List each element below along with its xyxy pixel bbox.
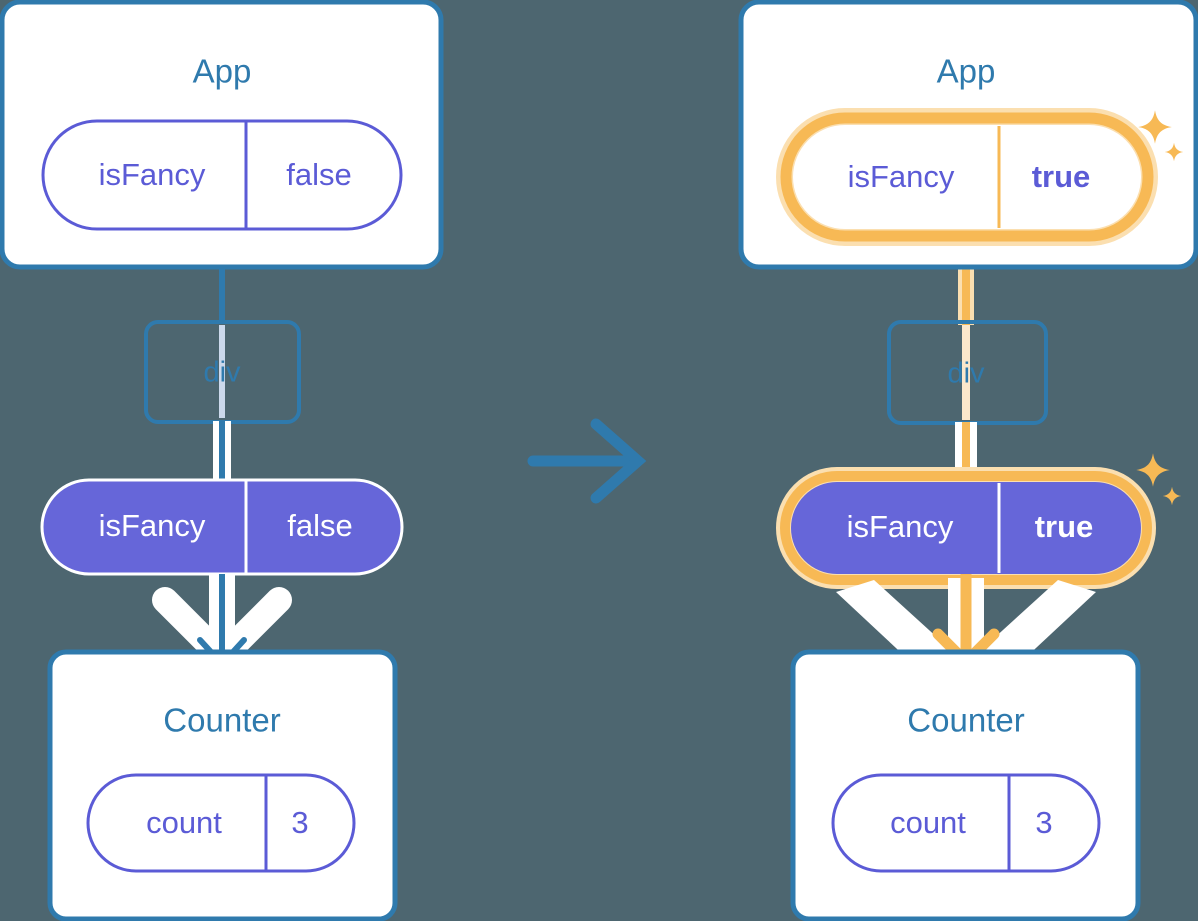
counter-box-title: Counter [907, 702, 1024, 739]
counter-state-pill: count 3 [86, 773, 356, 873]
prop-pill: isFancy false [40, 478, 404, 576]
counter-box-title: Counter [163, 702, 280, 739]
panel-before: App isFancy false div isFancy false [0, 0, 444, 921]
app-state-pill-key: isFancy [848, 159, 955, 194]
div-box-label: div [947, 358, 985, 390]
app-state-pill: isFancy false [41, 119, 403, 231]
counter-state-pill-body [831, 773, 1101, 873]
right-arrow-icon [527, 418, 647, 504]
app-state-pill-body [41, 119, 403, 231]
app-box-title: App [193, 53, 252, 90]
counter-state-pill-key: count [146, 805, 222, 840]
app-state-pill-highlight-ring [780, 112, 1154, 242]
counter-state-pill-value: 3 [291, 805, 308, 840]
div-box-label: div [203, 357, 241, 389]
app-state-pill-value: false [286, 157, 351, 192]
app-state-pill: isFancy true [793, 125, 1141, 229]
app-box-title: App [937, 53, 996, 90]
prop-pill-key: isFancy [99, 508, 206, 543]
panel-after: App isFancy true div is [738, 0, 1198, 921]
counter-state-pill-key: count [890, 805, 966, 840]
prop-pill-body [791, 482, 1141, 574]
app-state-pill-value: true [1032, 159, 1091, 194]
counter-state-pill-body [86, 773, 356, 873]
counter-state-pill-value: 3 [1035, 805, 1052, 840]
app-state-pill-body [793, 125, 1141, 229]
prop-pill: isFancy true [791, 482, 1141, 574]
prop-pill-key: isFancy [847, 509, 954, 544]
prop-pill-value: true [1035, 509, 1094, 544]
counter-state-pill: count 3 [831, 773, 1101, 873]
prop-pill-value: false [287, 508, 352, 543]
app-state-pill-key: isFancy [99, 157, 206, 192]
